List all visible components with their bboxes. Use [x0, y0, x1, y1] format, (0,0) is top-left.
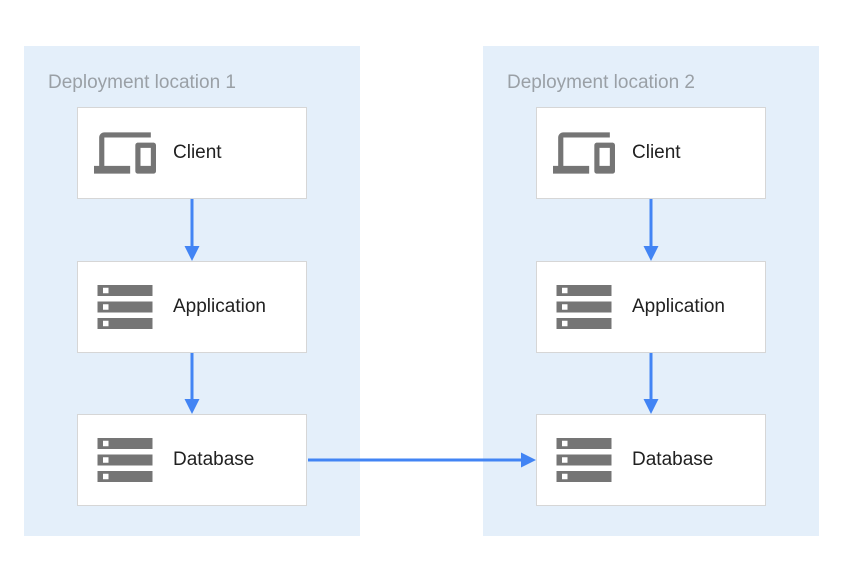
node-label: Application [632, 296, 725, 317]
node-label: Client [632, 142, 681, 163]
server-stack-icon [550, 262, 618, 352]
server-stack-icon [91, 262, 159, 352]
deployment-location-2-group: Deployment location 2 Client Application [483, 46, 819, 536]
client-node: Client [77, 107, 307, 199]
client-node: Client [536, 107, 766, 199]
node-label: Application [173, 296, 266, 317]
panel-title: Deployment location 1 [48, 72, 236, 93]
devices-icon [91, 108, 159, 198]
database-node: Database [77, 414, 307, 506]
node-label: Client [173, 142, 222, 163]
server-stack-icon [550, 415, 618, 505]
node-label: Database [173, 449, 255, 470]
database-node: Database [536, 414, 766, 506]
application-node: Application [536, 261, 766, 353]
deployment-location-1-group: Deployment location 1 Client Application [24, 46, 360, 536]
devices-icon [550, 108, 618, 198]
node-label: Database [632, 449, 714, 470]
server-stack-icon [91, 415, 159, 505]
panel-title: Deployment location 2 [507, 72, 695, 93]
application-node: Application [77, 261, 307, 353]
